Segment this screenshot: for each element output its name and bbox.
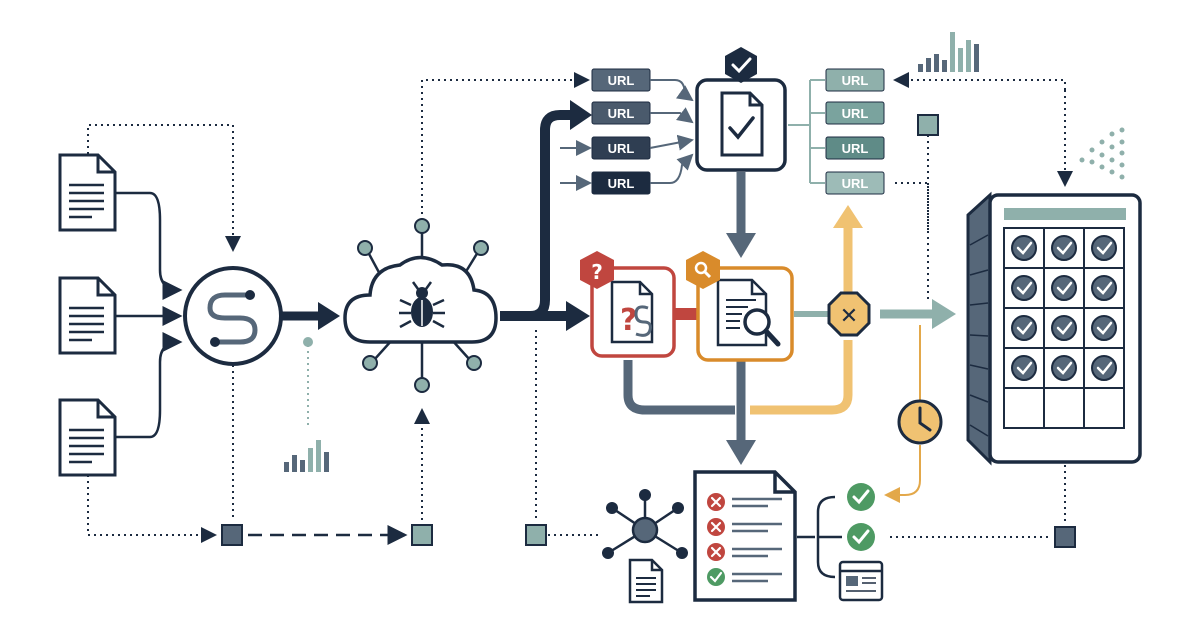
dotted-connectors [87,72,1073,543]
node-square [1054,526,1076,548]
url-pill: URL [825,68,885,92]
doc-connectors [116,191,183,439]
crawler-output-arrows [500,100,592,331]
verified-badge-icon [725,47,757,83]
scatter-dots-icon [1079,127,1125,180]
url-label: URL [842,73,869,88]
to-table-arrowhead [932,299,956,329]
table-cell [1083,387,1125,429]
check-circle-icon [847,483,875,511]
verified-document-card [695,78,787,172]
check-circle-icon [1091,235,1117,261]
table-cell [1043,387,1085,429]
network-graph-icon [602,489,688,559]
node-square [525,524,547,546]
question-badge-icon: ? [580,251,614,289]
check-circle-icon [1011,275,1037,301]
retry-up-arrowhead [833,205,863,228]
url-label: URL [608,141,635,156]
document-icon [58,276,117,355]
search-badge-icon [686,251,720,289]
url-label: URL [608,106,635,121]
crawler-cloud [343,218,498,393]
url-label: URL [608,73,635,88]
url-pill: URL [591,68,651,92]
check-circle-icon [1011,355,1037,381]
url-label: URL [842,141,869,156]
queue-to-verify-connectors [560,79,694,191]
inspect-document-card [696,266,794,362]
browser-window-icon [838,560,884,602]
check-circle-icon [707,568,725,586]
hub-to-crawler-arrowhead [318,302,340,330]
check-circle-icon [1051,355,1077,381]
url-results: URL URL URL URL [825,68,885,195]
url-label: URL [842,106,869,121]
blocked-badge-icon: ✕ [827,291,871,337]
document-icon [58,153,117,232]
url-pill: URL [825,101,885,125]
verify-to-results-connectors [788,79,825,184]
node-square [917,114,939,136]
error-circle-icon [707,493,725,511]
unknown-document-card: ? [590,266,676,358]
flow-lines-bottom [623,225,853,440]
clock-icon [897,399,943,445]
check-circle-icon [847,523,875,551]
document-icon [58,398,117,477]
check-circle-icon [1051,235,1077,261]
error-link-bar [672,308,702,320]
check-circle-icon [1091,315,1117,341]
url-queue: URL URL URL URL [591,68,651,195]
bar-chart-icon [918,32,979,72]
check-circle-icon [1091,355,1117,381]
url-pill: URL [591,101,651,125]
check-circle-icon [1011,235,1037,261]
report-document [693,470,797,602]
node-square [411,524,433,546]
url-label: URL [842,176,869,191]
scheduler-hub [183,266,283,366]
document-icon [628,558,664,604]
url-pill: URL [825,171,885,195]
url-label: URL [608,176,635,191]
check-circle-icon [1011,315,1037,341]
results-table [966,191,1142,466]
url-pill: URL [591,171,651,195]
bug-icon [399,281,445,329]
table-cell [1003,387,1045,429]
node-square [221,524,243,546]
question-badge-glyph: ? [591,260,603,284]
blocked-glyph: ✕ [840,304,858,329]
check-circle-icon [1091,275,1117,301]
error-circle-icon [707,543,725,561]
report-bracket [797,495,842,579]
source-documents [58,153,117,477]
dashed-timeline [248,337,430,545]
url-pill: URL [591,136,651,160]
report-down-arrowhead [726,440,756,465]
error-circle-icon [707,518,725,536]
verify-down-arrowhead [726,233,756,258]
check-circle-icon [1051,315,1077,341]
check-circle-icon [1051,275,1077,301]
question-doc-glyph: ? [620,303,637,338]
url-pill: URL [825,136,885,160]
bar-chart-icon [284,440,329,472]
